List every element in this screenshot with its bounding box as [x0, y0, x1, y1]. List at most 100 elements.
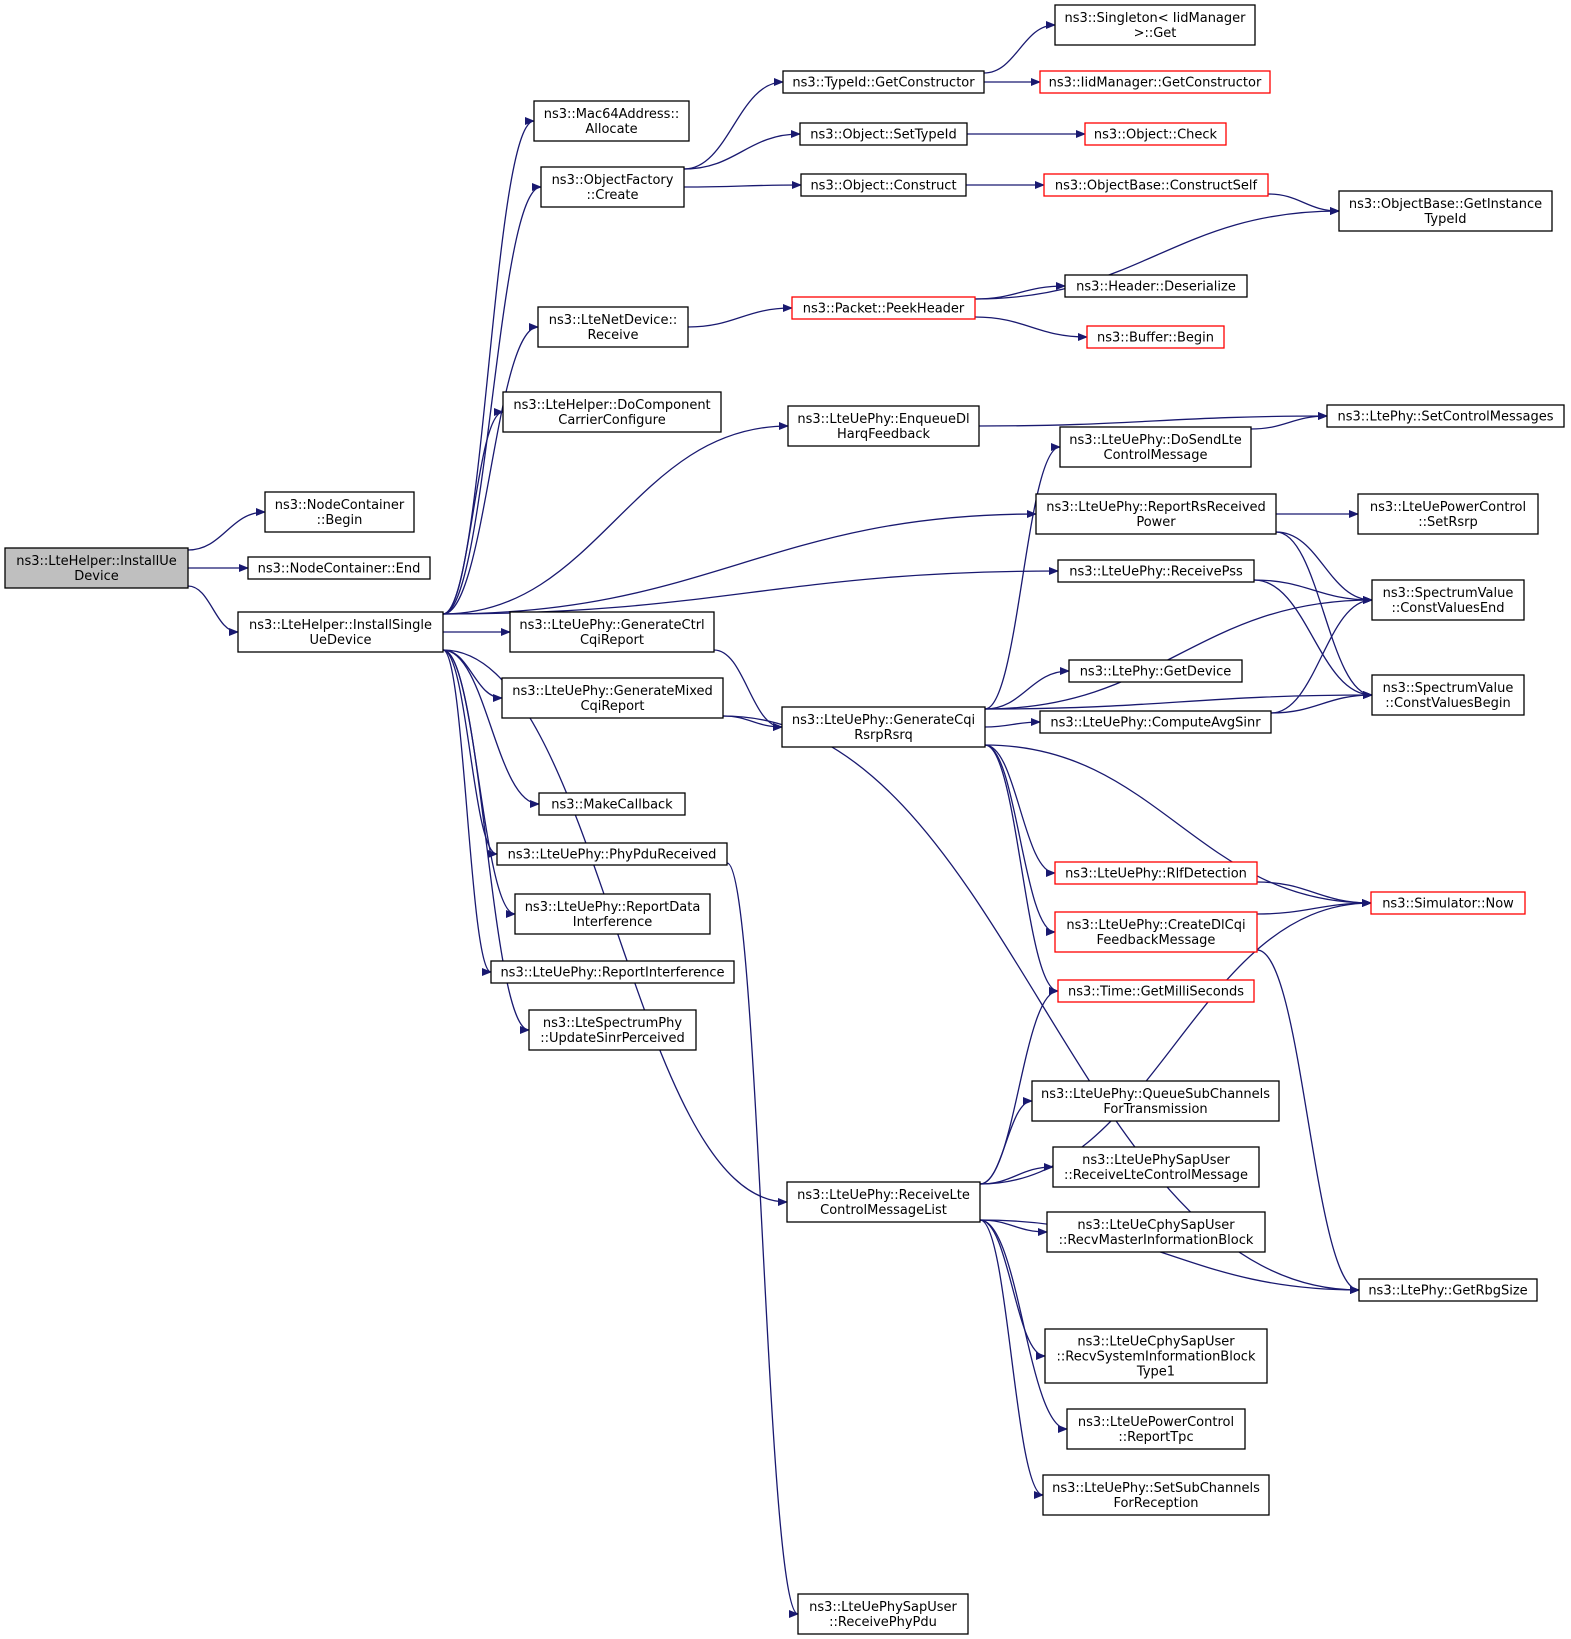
node-queue-subchannels[interactable]: ns3::LteUePhy::QueueSubChannelsForTransm…: [1031, 1080, 1280, 1122]
node-label-line: ns3::LteUePhy::ComputeAvgSinr: [1050, 716, 1261, 731]
node-label-line: CqiReport: [580, 699, 644, 714]
node-label-line: ns3::LteUeCphySapUser: [1077, 1218, 1235, 1233]
node-label-line: ns3::LteUePowerControl: [1078, 1415, 1234, 1430]
node-label-line: ForTransmission: [1103, 1102, 1207, 1117]
node-objectbase-constructself[interactable]: ns3::ObjectBase::ConstructSelf: [1043, 173, 1269, 197]
node-powerctrl-report-tpc[interactable]: ns3::LteUePowerControl::ReportTpc: [1066, 1408, 1246, 1450]
node-label-line: ::SetRsrp: [1418, 515, 1478, 530]
node-box: [800, 173, 967, 197]
node-box: [1031, 1080, 1280, 1122]
node-box: [1046, 1211, 1266, 1253]
node-create-dl-cqi[interactable]: ns3::LteUePhy::CreateDlCqiFeedbackMessag…: [1054, 911, 1258, 953]
node-box: [1326, 404, 1565, 428]
node-label-line: ns3::LteUePhy::GenerateCtrl: [519, 618, 704, 633]
node-label-line: ControlMessage: [1104, 448, 1208, 463]
node-label-line: ns3::Singleton< IidManager: [1064, 11, 1246, 26]
node-nc-begin[interactable]: ns3::NodeContainer::Begin: [264, 491, 415, 533]
node-nc-end[interactable]: ns3::NodeContainer::End: [247, 556, 431, 580]
node-label-line: ns3::LteHelper::InstallUe: [16, 554, 177, 569]
node-box: [1043, 173, 1269, 197]
edge-compute-avg-sinr-to-spectrum-values-begin: [1270, 691, 1373, 714]
node-header-deserialize[interactable]: ns3::Header::Deserialize: [1064, 274, 1248, 298]
node-singleton-get[interactable]: ns3::Singleton< IidManager>::Get: [1054, 4, 1256, 46]
node-box: [1371, 579, 1525, 621]
node-box: [787, 405, 980, 447]
node-label-line: ns3::LteUePhySapUser: [1082, 1153, 1230, 1168]
node-objfactory-create[interactable]: ns3::ObjectFactory::Create: [540, 166, 685, 208]
node-make-callback[interactable]: ns3::MakeCallback: [538, 792, 686, 816]
node-cphy-recv-sib1[interactable]: ns3::LteUeCphySapUser::RecvSystemInforma…: [1044, 1328, 1268, 1384]
node-receive-pss[interactable]: ns3::LteUePhy::ReceivePss: [1057, 559, 1255, 583]
node-docc-configure[interactable]: ns3::LteHelper::DoComponentCarrierConfig…: [502, 391, 722, 433]
edge-gen-cqi-rsrp-to-simulator-now: [984, 744, 1372, 907]
node-label-line: ns3::LteUePhy::CreateDlCqi: [1066, 918, 1245, 933]
node-recv-lte-ctrl-list[interactable]: ns3::LteUePhy::ReceiveLteControlMessageL…: [786, 1181, 981, 1223]
node-label-line: ::ReceivePhyPdu: [829, 1615, 937, 1630]
node-spectrum-values-begin[interactable]: ns3::SpectrumValue::ConstValuesBegin: [1371, 674, 1525, 716]
node-compute-avg-sinr[interactable]: ns3::LteUePhy::ComputeAvgSinr: [1039, 710, 1272, 734]
node-box: [1044, 1328, 1268, 1384]
node-label-line: ns3::Mac64Address::: [544, 107, 679, 122]
node-ltephy-setctrlmsgs[interactable]: ns3::LtePhy::SetControlMessages: [1326, 404, 1565, 428]
node-object-construct[interactable]: ns3::Object::Construct: [800, 173, 967, 197]
node-label-line: HarqFeedback: [837, 427, 930, 442]
node-simulator-now[interactable]: ns3::Simulator::Now: [1370, 891, 1526, 915]
edge-objfactory-create-to-typeid-getconstructor: [683, 78, 784, 170]
node-buffer-begin[interactable]: ns3::Buffer::Begin: [1086, 325, 1225, 349]
node-label-line: Power: [1136, 515, 1176, 530]
node-ltephy-getrbgsize[interactable]: ns3::LtePhy::GetRbgSize: [1358, 1278, 1538, 1302]
node-label-line: ::ConstValuesBegin: [1385, 696, 1510, 711]
node-packet-peekheader[interactable]: ns3::Packet::PeekHeader: [791, 296, 976, 320]
node-object-check[interactable]: ns3::Object::Check: [1084, 122, 1227, 146]
edge-install-single-to-enqueue-dl-harq: [442, 422, 789, 615]
node-label-line: ns3::NodeContainer: [275, 498, 405, 513]
node-report-interf[interactable]: ns3::LteUePhy::ReportInterference: [490, 960, 735, 984]
node-label-line: ns3::MakeCallback: [551, 798, 673, 813]
node-phy-pdu-received[interactable]: ns3::LteUePhy::PhyPduReceived: [496, 842, 728, 866]
node-mac64[interactable]: ns3::Mac64Address::Allocate: [533, 100, 690, 142]
node-set-subchannels-rx[interactable]: ns3::LteUePhy::SetSubChannelsForReceptio…: [1042, 1474, 1270, 1516]
edge-packet-peekheader-to-buffer-begin: [974, 316, 1088, 341]
node-label-line: ns3::LteUePhy::GenerateCqi: [792, 713, 975, 728]
node-sapuser-recv-lte-ctrl[interactable]: ns3::LteUePhySapUser::ReceiveLteControlM…: [1052, 1146, 1260, 1188]
node-rlf-detection[interactable]: ns3::LteUePhy::RlfDetection: [1054, 861, 1258, 885]
node-update-sinr[interactable]: ns3::LteSpectrumPhy::UpdateSinrPerceived: [528, 1009, 697, 1051]
node-typeid-getconstructor[interactable]: ns3::TypeId::GetConstructor: [782, 70, 985, 94]
node-label-line: ns3::Object::Check: [1094, 128, 1218, 143]
node-object-settypeid[interactable]: ns3::Object::SetTypeId: [799, 122, 968, 146]
node-box: [782, 70, 985, 94]
edge-report-rs-received-to-spectrum-values-end: [1275, 531, 1373, 604]
edge-install-single-to-objfactory-create: [442, 183, 542, 615]
edge-objfactory-create-to-object-construct: [683, 181, 802, 190]
node-ltephy-getdevice[interactable]: ns3::LtePhy::GetDevice: [1068, 659, 1243, 683]
node-box: [538, 792, 686, 816]
node-spectrum-values-end[interactable]: ns3::SpectrumValue::ConstValuesEnd: [1371, 579, 1525, 621]
edge-install-single-to-report-interf: [442, 649, 492, 976]
node-cphy-recv-mib[interactable]: ns3::LteUeCphySapUser::RecvMasterInforma…: [1046, 1211, 1266, 1253]
node-label-line: ns3::Object::Construct: [810, 179, 956, 194]
node-box: [264, 491, 415, 533]
node-label-line: ns3::LteUePhy::QueueSubChannels: [1041, 1087, 1270, 1102]
node-time-getms[interactable]: ns3::Time::GetMilliSeconds: [1057, 979, 1255, 1003]
node-powerctrl-setrsrp[interactable]: ns3::LteUePowerControl::SetRsrp: [1357, 493, 1539, 535]
node-netdevice-receive[interactable]: ns3::LteNetDevice::Receive: [537, 306, 689, 348]
node-label-line: ns3::SpectrumValue: [1383, 586, 1514, 601]
edge-recv-lte-ctrl-list-to-queue-subchannels: [979, 1097, 1033, 1185]
node-sapuser-recv-phy-pdu[interactable]: ns3::LteUePhySapUser::ReceivePhyPdu: [797, 1593, 969, 1635]
node-iidmanager-getctor[interactable]: ns3::IidManager::GetConstructor: [1039, 70, 1271, 94]
edge-packet-peekheader-to-header-deserialize: [974, 282, 1066, 300]
node-label-line: ns3::Buffer::Begin: [1097, 331, 1214, 346]
edge-rlf-detection-to-simulator-now: [1256, 881, 1372, 907]
